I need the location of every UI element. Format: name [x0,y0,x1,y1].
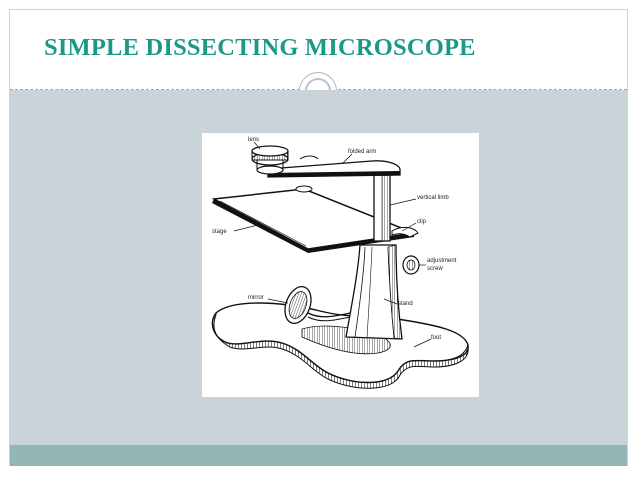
leader-lines [233,141,432,348]
label-screw: screw [427,266,443,272]
label-stage: stage [212,229,227,235]
title-divider-right [338,89,627,90]
label-vertical-limb: vertical limb [417,195,449,201]
clip [391,226,419,238]
microscope-diagram: lens folded arm vertical limb clip stage… [202,133,479,397]
label-stand: stand [398,301,413,307]
label-mirror: mirror [248,295,264,301]
vertical-limb [373,167,391,242]
footer-band [10,445,627,466]
title-divider-left [10,89,300,90]
label-clip: clip [417,219,427,225]
lens [251,145,289,175]
stand-pillar [345,244,403,340]
foot-base [211,302,469,389]
label-adjustment: adjustment [427,258,457,264]
microscope-drawing: lens folded arm vertical limb clip stage… [211,137,469,389]
adjustment-screw [402,255,420,275]
label-lens: lens [248,137,259,143]
label-folded-arm: folded arm [348,149,376,155]
mirror [284,286,351,324]
slide-title: SIMPLE DISSECTING MICROSCOPE [44,34,476,61]
folded-arm [267,155,401,178]
label-foot: foot [431,335,441,341]
